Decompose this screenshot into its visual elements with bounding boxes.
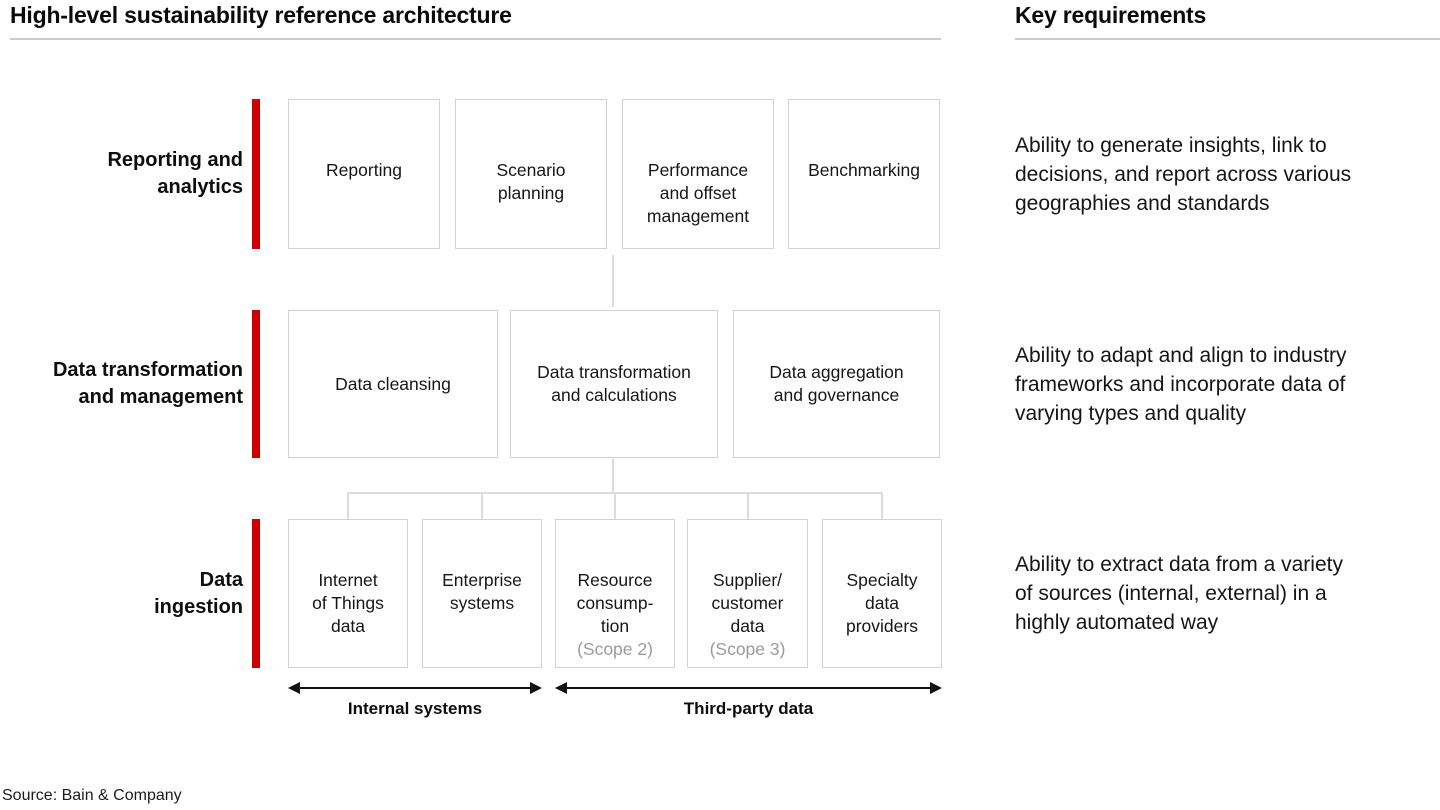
title-rule-left: [10, 38, 941, 40]
connector-stem: [612, 459, 614, 493]
box-data-aggregation-governance: Data aggregation and governance: [733, 310, 940, 458]
box-supplier-customer-data: Supplier/ customer data (Scope 3): [687, 519, 808, 668]
box-label: Supplier/ customer data: [711, 570, 784, 636]
accent-bar-row2: [252, 310, 260, 458]
box-specialty-data-providers: Specialty data providers: [822, 519, 942, 668]
box-label: Specialty data providers: [846, 570, 918, 636]
title-rule-right: [1015, 38, 1440, 40]
accent-bar-row3: [252, 519, 260, 668]
box-resource-consumption: Resource consump- tion (Scope 2): [555, 519, 675, 668]
connector-drop-1: [347, 493, 349, 519]
third-party-data-label: Third-party data: [683, 699, 814, 718]
source-note: Source: Bain & Company: [2, 787, 182, 804]
internal-systems-arrow: [288, 682, 542, 694]
arrow-shaft: [297, 687, 533, 689]
box-label: Performance and offset management: [646, 160, 750, 226]
row-label-reporting-analytics: Reporting and analytics: [107, 149, 243, 198]
box-label: Data cleansing: [335, 373, 451, 394]
box-reporting: Reporting: [288, 99, 440, 249]
arrow-shaft: [564, 687, 933, 689]
page-title: High-level sustainability reference arch…: [10, 2, 512, 28]
requirement-ingestion: Ability to extract data from a variety o…: [1015, 553, 1343, 634]
box-label: Enterprise systems: [442, 570, 522, 613]
box-data-transformation-calculations: Data transformation and calculations: [510, 310, 718, 458]
box-performance-offset-management: Performance and offset management: [622, 99, 774, 249]
box-label: Resource consump- tion: [576, 570, 654, 636]
box-benchmarking: Benchmarking: [788, 99, 940, 249]
box-label: Data transformation and calculations: [537, 362, 691, 405]
box-label: Benchmarking: [808, 160, 920, 180]
third-party-data-arrow: [555, 682, 942, 694]
connector-drop-4: [747, 493, 749, 519]
box-label: Scenario planning: [496, 160, 566, 203]
arrowhead-right-icon: [530, 682, 542, 694]
row-label-data-transformation: Data transformation and management: [52, 359, 243, 408]
box-enterprise-systems: Enterprise systems: [422, 519, 542, 668]
box-iot-data: Internet of Things data: [288, 519, 408, 668]
requirement-transformation: Ability to adapt and align to industry f…: [1015, 343, 1347, 425]
box-sublabel-scope3: (Scope 3): [709, 639, 786, 659]
box-label: Reporting: [326, 160, 402, 180]
connector-drop-2: [481, 493, 483, 519]
box-label: Data aggregation and governance: [769, 362, 904, 405]
box-label: Internet of Things data: [312, 570, 384, 636]
row-label-data-ingestion: Data ingestion: [154, 568, 243, 618]
connector-drop-5: [881, 493, 883, 519]
internal-systems-label: Internal systems: [347, 699, 483, 718]
box-data-cleansing: Data cleansing: [288, 310, 498, 458]
arrowhead-left-icon: [555, 682, 567, 694]
box-scenario-planning: Scenario planning: [455, 99, 607, 249]
accent-bar-row1: [252, 99, 260, 249]
key-requirements-title: Key requirements: [1015, 2, 1207, 28]
box-sublabel-scope2: (Scope 2): [577, 639, 653, 659]
arrowhead-right-icon: [930, 682, 942, 694]
connector-row1-row2: [612, 255, 614, 307]
arrowhead-left-icon: [288, 682, 300, 694]
requirement-reporting: Ability to generate insights, link to de…: [1015, 133, 1352, 215]
connector-drop-3: [614, 493, 616, 519]
